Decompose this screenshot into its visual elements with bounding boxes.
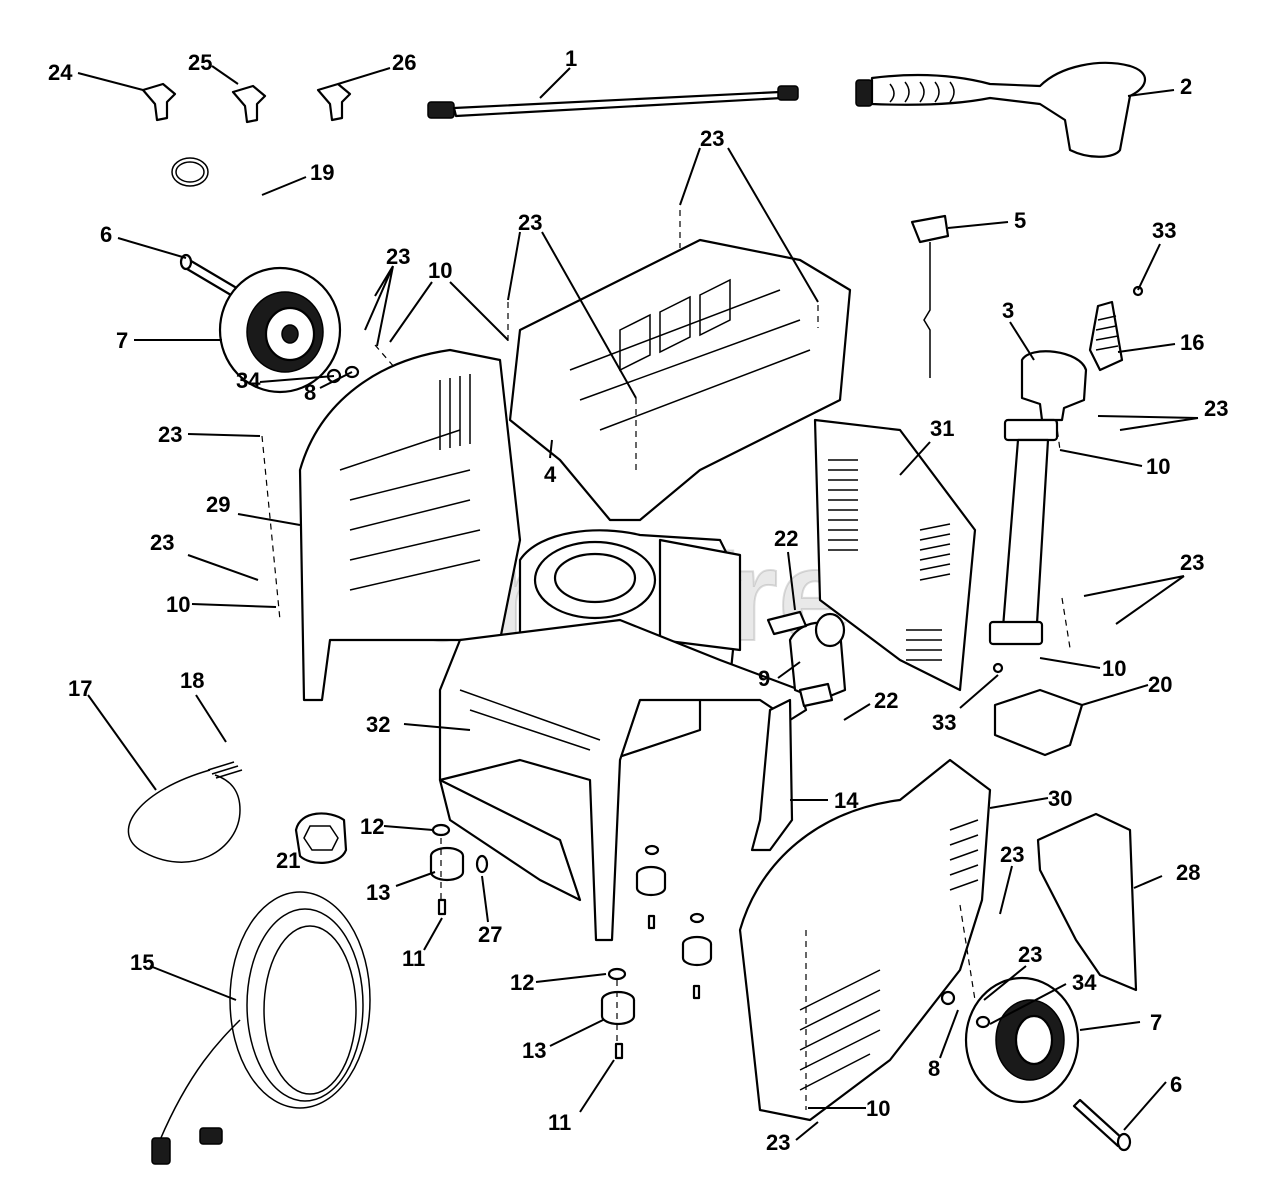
callout-18: 18: [180, 668, 204, 693]
callout-23: 23: [150, 530, 174, 555]
callout-11: 11: [402, 946, 425, 971]
callout-9: 9: [758, 666, 770, 691]
callout-11: 11: [548, 1110, 571, 1135]
handle: [988, 350, 1088, 646]
callout-14: 14: [834, 788, 859, 813]
callout-7: 7: [1150, 1010, 1162, 1035]
callout-1: 1: [565, 46, 577, 71]
callout-23: 23: [158, 422, 182, 447]
callout-10: 10: [866, 1096, 890, 1121]
callout-16: 16: [1180, 330, 1204, 355]
o-ring: [475, 854, 489, 874]
callout-28: 28: [1176, 860, 1200, 885]
callout-7: 7: [116, 328, 128, 353]
callout-34: 34: [236, 368, 261, 393]
callout-26: 26: [392, 50, 416, 75]
right-shroud: [738, 758, 992, 1122]
callout-4: 4: [544, 462, 557, 487]
callout-23: 23: [766, 1130, 790, 1155]
callout-34: 34: [1072, 970, 1097, 995]
callout-32: 32: [366, 712, 390, 737]
callout-5: 5: [1014, 208, 1026, 233]
callout-2: 2: [1180, 74, 1192, 99]
callout-23: 23: [386, 244, 410, 269]
assembly-lines: [261, 210, 1071, 1110]
callout-13: 13: [366, 880, 390, 905]
callout-33: 33: [1152, 218, 1176, 243]
callout-19: 19: [310, 160, 334, 185]
parts: [127, 61, 1147, 1165]
axle-pin: [179, 253, 242, 300]
callout-27: 27: [478, 922, 502, 947]
axle-pin: [1072, 1098, 1132, 1152]
pump: [788, 612, 847, 702]
callout-25: 25: [188, 50, 212, 75]
mount-bracket: [766, 610, 834, 708]
callout-12: 12: [360, 814, 384, 839]
callout-8: 8: [304, 380, 316, 405]
callout-33: 33: [932, 710, 956, 735]
callout-22: 22: [874, 688, 898, 713]
fuel-cap: [294, 812, 348, 864]
wheel: [218, 266, 342, 394]
hardware: [326, 285, 1144, 1029]
callout-10: 10: [1146, 454, 1170, 479]
tube: [127, 761, 243, 863]
bolt: [437, 898, 701, 1060]
wheel: [964, 976, 1080, 1104]
rubber-foot: [429, 846, 713, 1026]
callout-12: 12: [510, 970, 534, 995]
top-shroud: [508, 238, 852, 522]
callout-10: 10: [1102, 656, 1126, 681]
callout-21: 21: [276, 848, 300, 873]
callout-20: 20: [1148, 672, 1172, 697]
callout-6: 6: [1170, 1072, 1182, 1097]
callout-8: 8: [928, 1056, 940, 1081]
callout-31: 31: [930, 416, 954, 441]
callout-23: 23: [700, 126, 724, 151]
callout-10: 10: [428, 258, 452, 283]
callout-23: 23: [518, 210, 542, 235]
callout-13: 13: [522, 1038, 546, 1063]
callout-23: 23: [1204, 396, 1228, 421]
hose-bracket: [993, 688, 1084, 757]
rear-panel: [813, 418, 977, 692]
callout-3: 3: [1002, 298, 1014, 323]
callout-30: 30: [1048, 786, 1072, 811]
callout-29: 29: [206, 492, 230, 517]
spray-wand: [427, 85, 799, 119]
frame: [438, 618, 808, 942]
nozzle-tip: [141, 82, 352, 124]
high-pressure-hose: [151, 891, 371, 1165]
callout-23: 23: [1000, 842, 1024, 867]
spray-gun: [855, 61, 1147, 158]
nozzle-holder-tag: [1088, 300, 1124, 372]
callouts: 1 2 24 25 26 19 23 23 5 33 6 7 23 10 3 1…: [48, 46, 1228, 1155]
callout-24: 24: [48, 60, 73, 85]
dipstick: [910, 214, 950, 378]
callout-22: 22: [774, 526, 798, 551]
heat-shield: [1036, 812, 1138, 992]
callout-10: 10: [166, 592, 190, 617]
washer: [431, 823, 705, 981]
leaders: [77, 65, 1199, 1141]
callout-15: 15: [130, 950, 154, 975]
callout-23: 23: [1018, 942, 1042, 967]
o-ring: [171, 157, 209, 187]
left-shroud: [298, 348, 522, 702]
callout-6: 6: [100, 222, 112, 247]
callout-23: 23: [1180, 550, 1204, 575]
callout-17: 17: [68, 676, 92, 701]
